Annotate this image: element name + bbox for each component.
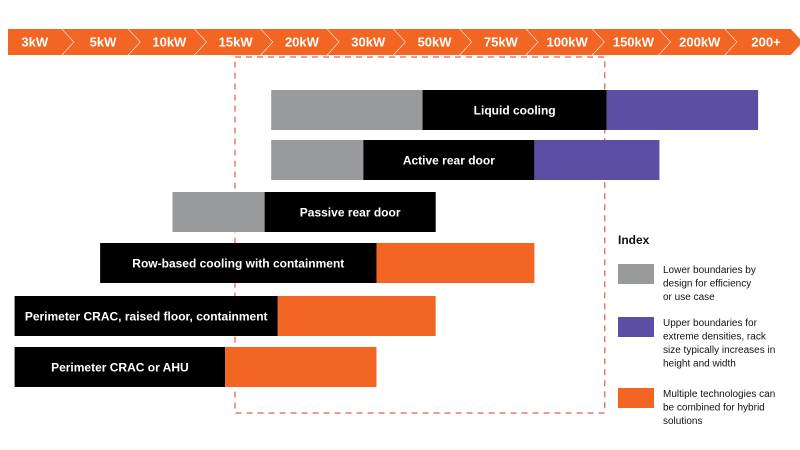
- bar-passive-rear-door-core-segment: [264, 192, 436, 232]
- bar-label-passive-rear-door: Passive rear door: [300, 206, 401, 220]
- scale-segment-50kw: [393, 29, 472, 55]
- bar-active-rear-door-upper-segment: [534, 140, 660, 180]
- scale-label-200kw: 200kW: [679, 35, 721, 50]
- scale-segment-5kw: [62, 29, 140, 55]
- scale-segment-10kw: [128, 29, 207, 55]
- bar-liquid-cooling-core-segment: [422, 90, 607, 130]
- scale-label-15kw: 15kW: [219, 35, 254, 50]
- legend-text-upper: height and width: [663, 359, 736, 370]
- legend-text-upper: extreme densities, rack: [663, 332, 767, 343]
- bar-row-based-cooling-with-containment-core-segment: [100, 243, 377, 283]
- scale-label-100kw: 100kW: [547, 35, 589, 50]
- scale-segment-100kw: [526, 29, 604, 55]
- scale-label-75kw: 75kW: [484, 35, 519, 50]
- legend-text-hybrid: be combined for hybrid: [663, 403, 765, 414]
- legend-text-lower: Lower boundaries by: [663, 265, 756, 276]
- legend-swatch-upper: [618, 317, 654, 337]
- scale-label-3kw: 3kW: [21, 35, 48, 50]
- scale-label-10kw: 10kW: [152, 35, 187, 50]
- legend-text-lower: design for efficiency: [663, 279, 751, 290]
- legend-text-hybrid: solutions: [663, 416, 702, 427]
- bar-label-perimeter-crac-or-ahu: Perimeter CRAC or AHU: [51, 361, 189, 375]
- legend-text-hybrid: Multiple technologies can: [663, 389, 775, 400]
- scale-segment-150kw: [592, 29, 671, 55]
- bar-label-active-rear-door: Active rear door: [403, 154, 495, 168]
- bar-liquid-cooling-lower-segment: [271, 90, 423, 130]
- legend-title: Index: [618, 233, 650, 247]
- bar-active-rear-door-lower-segment: [271, 140, 364, 180]
- bar-row-based-cooling-with-containment-hybrid-segment: [376, 243, 535, 283]
- scale-segment-30kw: [327, 29, 405, 55]
- bar-label-liquid-cooling: Liquid cooling: [474, 104, 556, 118]
- bar-liquid-cooling-upper-segment: [606, 90, 759, 130]
- bar-perimeter-crac-or-ahu-core-segment: [14, 347, 226, 387]
- legend-swatch-hybrid: [618, 388, 654, 408]
- scale-label-20kw: 20kW: [285, 35, 320, 50]
- legend-swatch-lower: [618, 264, 654, 284]
- scale-label-50kw: 50kW: [418, 35, 453, 50]
- bar-label-perimeter-crac-raised-floor-containment: Perimeter CRAC, raised floor, containmen…: [25, 310, 268, 324]
- scale-label-5kw: 5kW: [90, 35, 117, 50]
- scale-segment-75kw: [460, 29, 538, 55]
- legend-text-upper: size typically increases in: [663, 345, 775, 356]
- legend-text-lower: or use case: [663, 292, 715, 303]
- bar-perimeter-crac-raised-floor-containment-core-segment: [14, 296, 278, 336]
- bar-perimeter-crac-raised-floor-containment-hybrid-segment: [277, 296, 436, 336]
- scale-label-30kw: 30kW: [351, 35, 386, 50]
- scale-segment-200kw: [659, 29, 737, 55]
- scale-segment-15kw: [194, 29, 273, 55]
- scale-label-200: 200+: [751, 35, 781, 50]
- scale-segment-3kw: [8, 29, 74, 55]
- bar-active-rear-door-core-segment: [363, 140, 535, 180]
- scale-label-150kw: 150kW: [613, 35, 655, 50]
- bar-perimeter-crac-or-ahu-hybrid-segment: [225, 347, 377, 387]
- bar-label-row-based-cooling-with-containment: Row-based cooling with containment: [132, 257, 344, 271]
- scale-segment-200: [725, 29, 800, 55]
- bar-passive-rear-door-lower-segment: [172, 192, 265, 232]
- legend-text-upper: Upper boundaries for: [663, 318, 758, 329]
- scale-segment-20kw: [261, 29, 339, 55]
